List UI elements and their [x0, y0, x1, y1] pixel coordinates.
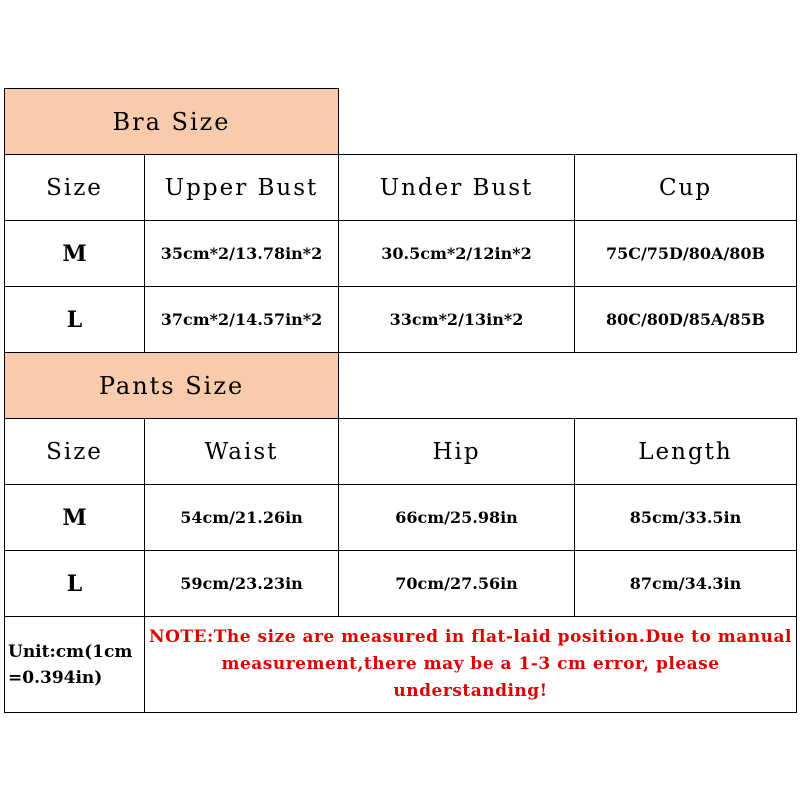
bra-title-spacer [338, 88, 797, 155]
pants-header-length: Length [574, 418, 798, 485]
measurement-note: NOTE:The size are measured in flat-laid … [143, 616, 798, 713]
bra-upper-bust-m: 35cm*2/13.78in*2 [143, 220, 340, 287]
bra-under-bust-m: 30.5cm*2/12in*2 [338, 220, 576, 287]
pants-size-title: Pants Size [3, 352, 340, 419]
pants-header-hip: Hip [338, 418, 576, 485]
pants-hip-m: 66cm/25.98in [338, 484, 576, 551]
pants-length-m: 85cm/33.5in [574, 484, 798, 551]
footer-row: Unit:cm(1cm =0.394in) NOTE:The size are … [4, 616, 798, 713]
bra-header-size: Size [4, 154, 145, 221]
pants-length-l: 87cm/34.3in [574, 550, 798, 617]
bra-size-title: Bra Size [3, 88, 340, 155]
bra-cup-l: 80C/80D/85A/85B [574, 286, 798, 353]
pants-waist-l: 59cm/23.23in [143, 550, 340, 617]
pants-waist-m: 54cm/21.26in [143, 484, 340, 551]
table-row: L 37cm*2/14.57in*2 33cm*2/13in*2 80C/80D… [4, 286, 798, 353]
pants-size-m: M [4, 484, 145, 551]
unit-note: Unit:cm(1cm =0.394in) [4, 616, 145, 713]
bra-header-cup: Cup [574, 154, 798, 221]
table-row: M 35cm*2/13.78in*2 30.5cm*2/12in*2 75C/7… [4, 220, 798, 287]
pants-header-size: Size [4, 418, 145, 485]
bra-under-bust-l: 33cm*2/13in*2 [338, 286, 576, 353]
pants-title-row: Pants Size [3, 352, 797, 419]
bra-header-under-bust: Under Bust [338, 154, 576, 221]
size-chart: Bra Size Size Upper Bust Under Bust Cup … [3, 88, 798, 713]
pants-hip-l: 70cm/27.56in [338, 550, 576, 617]
size-table: Bra Size Size Upper Bust Under Bust Cup … [3, 88, 798, 713]
pants-title-spacer [338, 352, 797, 419]
bra-header-upper-bust: Upper Bust [143, 154, 340, 221]
bra-size-m: M [4, 220, 145, 287]
bra-cup-m: 75C/75D/80A/80B [574, 220, 798, 287]
bra-upper-bust-l: 37cm*2/14.57in*2 [143, 286, 340, 353]
bra-size-l: L [4, 286, 145, 353]
table-row: L 59cm/23.23in 70cm/27.56in 87cm/34.3in [4, 550, 798, 617]
bra-title-row: Bra Size [3, 88, 797, 155]
pants-header-waist: Waist [143, 418, 340, 485]
bra-header-row: Size Upper Bust Under Bust Cup [4, 154, 798, 221]
table-row: M 54cm/21.26in 66cm/25.98in 85cm/33.5in [4, 484, 798, 551]
pants-header-row: Size Waist Hip Length [4, 418, 798, 485]
pants-size-l: L [4, 550, 145, 617]
